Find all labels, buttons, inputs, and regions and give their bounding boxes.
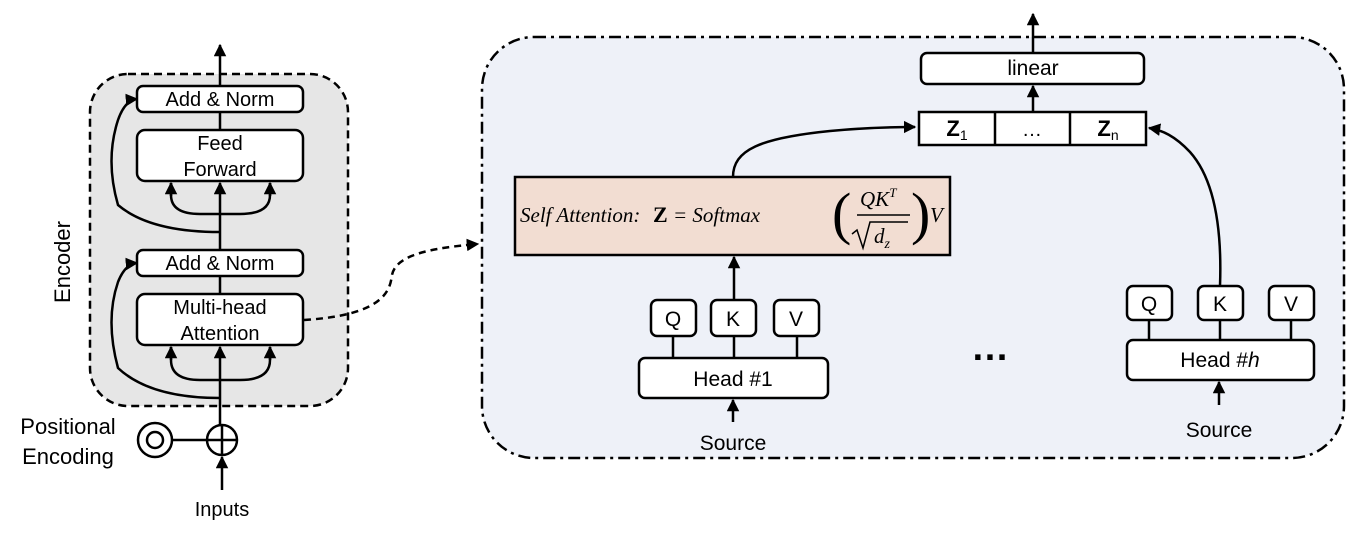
residual-bottom-arrow [110, 257, 221, 400]
add-norm-top-label: Add & Norm [166, 89, 275, 111]
zoom-connector [303, 238, 480, 322]
residual-top-arrow [110, 93, 221, 234]
encoder-label: Encoder [50, 221, 75, 303]
positional-encoding-inner-icon [145, 430, 165, 450]
formula-denominator: dz [874, 224, 891, 252]
linear-label: linear [1007, 57, 1058, 80]
formula-left-paren: ( [832, 181, 851, 246]
z-ellipsis-label: … [1022, 119, 1042, 141]
self-attention-to-z1-arrow [731, 120, 917, 178]
head1-k-label: K [726, 308, 740, 331]
mha-label-line2: Attention [181, 323, 260, 345]
ff-input-fan [169, 183, 272, 216]
headh-k-label: K [1213, 293, 1227, 316]
inputs-label: Inputs [195, 499, 249, 521]
positional-label-line1: Positional [20, 414, 115, 439]
mha-input-fan [169, 347, 272, 382]
head1-label: Head #1 [693, 368, 772, 391]
add-norm-bottom-label: Add & Norm [166, 253, 275, 275]
positional-label-line2: Encoding [22, 444, 114, 469]
formula-sqrt-sign [851, 221, 908, 251]
formula-v: V [930, 203, 945, 227]
formula-softmax: = Softmax [673, 203, 761, 227]
multi-head-attention-box [135, 292, 305, 347]
feed-forward-label-line2: Forward [183, 159, 256, 181]
head1-source-label: Source [700, 432, 767, 455]
headh-source-label: Source [1186, 419, 1253, 442]
formula-z: Z [653, 202, 668, 227]
headh-v-label: V [1284, 293, 1298, 316]
z-concat-box [917, 110, 1148, 147]
headh-box [1125, 338, 1316, 382]
z-last-label: Zn [1097, 116, 1118, 143]
formula-numerator: QKT [860, 185, 897, 211]
formula-right-paren: ) [911, 181, 930, 246]
headh-label: Head #h [1180, 349, 1259, 372]
z-first-label: Z1 [946, 116, 967, 143]
feed-forward-label-line1: Feed [197, 133, 243, 155]
headh-to-zn-arrow [1147, 123, 1222, 287]
linear-box [919, 51, 1146, 86]
head1-v-label: V [789, 308, 803, 331]
mha-label-line1: Multi-head [173, 297, 266, 319]
self-attention-prefix: Self Attention: [520, 203, 640, 227]
head1-q-label: Q [665, 308, 681, 331]
head1-box [637, 356, 830, 400]
feed-forward-box [135, 128, 305, 183]
heads-ellipsis: … [971, 327, 1009, 369]
headh-q-label: Q [1141, 293, 1157, 316]
